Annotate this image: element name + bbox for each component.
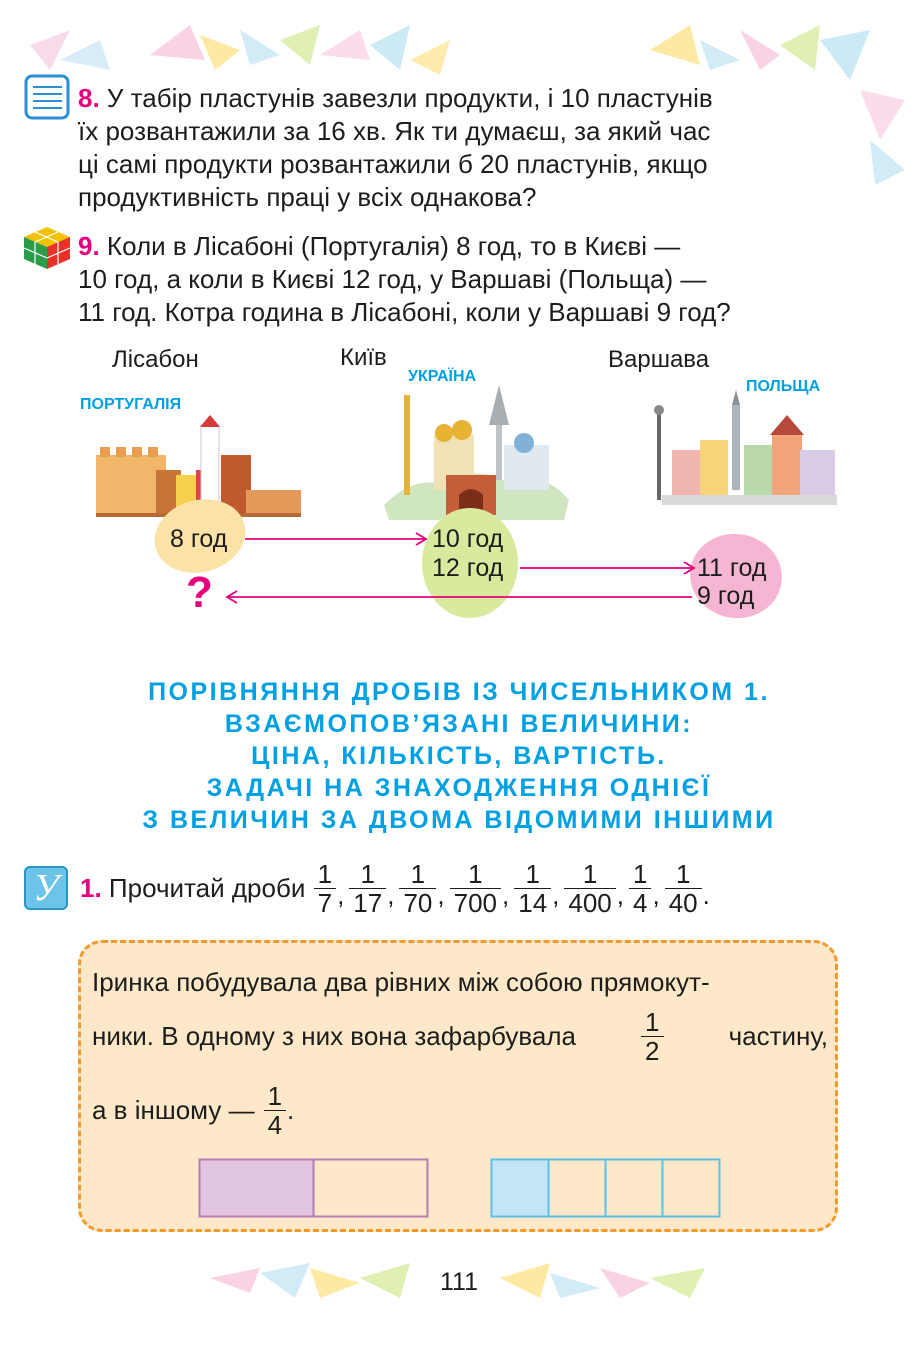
- task-8-number: 8.: [78, 83, 100, 113]
- city-label-kyiv: Київ: [340, 344, 387, 371]
- rectangle-half-shaded-part: [199, 1159, 314, 1217]
- fraction-denominator: 700: [449, 887, 501, 917]
- warsaw-time-2: 9 год: [697, 582, 755, 610]
- task-9-line-1: Коли в Лісабоні (Португалія) 8 год, то в…: [106, 231, 681, 261]
- decorative-triangles-bottom: [210, 1263, 705, 1298]
- section-heading-line-5: З ВЕЛИЧИН ЗА ДВОМА ВІДОМИМИ ІНШИМИ: [142, 806, 776, 834]
- card-line-2-end: частину,: [728, 1021, 828, 1051]
- task-8-line-3: ці самі продукти розвантажили б 20 пласт…: [78, 149, 708, 179]
- country-label-ukraine: УКРАЇНА: [408, 368, 477, 385]
- fraction-numerator: 1: [633, 858, 648, 889]
- card-line-1: Іринка побудувала два рівних між собою п…: [92, 967, 710, 997]
- task-1-number: 1.: [80, 872, 102, 903]
- fraction-numerator: 1: [582, 858, 598, 889]
- country-label-poland: ПОЛЬЩА: [746, 378, 821, 395]
- fraction-separator: ,: [616, 879, 625, 910]
- fraction-one-quarter: 1 4: [263, 1081, 287, 1139]
- fraction-separator: ,: [387, 879, 395, 910]
- fraction-separator: ,: [552, 879, 560, 910]
- card-line-2-start: ники. В одному з них вона зафарбувала: [92, 1021, 576, 1051]
- fraction-denominator: 14: [514, 887, 552, 917]
- warsaw-illustration: [654, 390, 837, 505]
- task-8: 8. У табір пластунів завезли продукти, і…: [78, 82, 838, 214]
- section-heading-line-2: ВЗАЄМОПОВ’ЯЗАНІ ВЕЛИЧИНИ:: [224, 710, 694, 738]
- section-heading-line-1: ПОРІВНЯННЯ ДРОБІВ ІЗ ЧИСЕЛЬНИКОМ 1.: [148, 678, 770, 706]
- task-1-text: Прочитай дроби: [108, 872, 306, 903]
- rubiks-cube-icon: [23, 227, 71, 269]
- task-8-line-4: продуктивність праці у всіх однакова?: [78, 182, 537, 212]
- kyiv-time-1: 10 год: [432, 525, 504, 553]
- warsaw-time-1: 11 год: [697, 554, 767, 582]
- kyiv-time-blob: [422, 508, 518, 618]
- card-line-3: а в іншому — 1 4 .: [92, 1082, 828, 1139]
- fraction-numerator: 1: [525, 858, 540, 889]
- city-label-warsaw: Варшава: [608, 346, 710, 373]
- unknown-time-question-mark: ?: [186, 568, 213, 617]
- page-number: 111: [439, 1268, 478, 1296]
- fraction-numerator: 1: [645, 1007, 660, 1037]
- kyiv-time-2: 12 год: [432, 554, 504, 582]
- card-line-3-end: .: [287, 1095, 295, 1125]
- task-8-line-1: У табір пластунів завезли продукти, і 10…: [106, 83, 713, 113]
- kyiv-illustration: [384, 385, 569, 520]
- fraction-numerator: 1: [675, 858, 691, 889]
- lisbon-time: 8 год: [170, 525, 228, 553]
- rectangle-half: [198, 1158, 429, 1218]
- fraction-numerator: 1: [360, 858, 375, 889]
- fraction-numerator: 1: [267, 1081, 283, 1111]
- rectangle-quarter: [490, 1158, 721, 1218]
- fraction-separator: ,: [337, 879, 345, 910]
- fraction-list-end: .: [702, 879, 710, 910]
- section-heading-line-3: ЦІНА, КІЛЬКІСТЬ, ВАРТІСТЬ.: [251, 742, 667, 770]
- fraction-denominator: 40: [664, 887, 702, 917]
- lisbon-illustration: [96, 415, 301, 517]
- section-heading: ПОРІВНЯННЯ ДРОБІВ ІЗ ЧИСЕЛЬНИКОМ 1. ВЗАЄ…: [0, 676, 918, 836]
- fraction-denominator: 4: [263, 1110, 287, 1139]
- task-9-line-3: 11 год. Котра година в Лісабоні, коли у …: [78, 297, 731, 327]
- task-9-number: 9.: [78, 231, 100, 261]
- rectangle-quarter-shaded-part: [491, 1159, 549, 1217]
- fraction-denominator: 17: [349, 887, 387, 917]
- fraction-denominator: 400: [564, 887, 616, 917]
- time-arrows: [225, 532, 696, 604]
- decorative-triangles-top: [30, 25, 905, 185]
- task-9: 9. Коли в Лісабоні (Португалія) 8 год, т…: [78, 230, 838, 329]
- card-line-3-start: а в іншому —: [92, 1095, 255, 1125]
- fraction-denominator: 4: [629, 887, 652, 917]
- card-line-2: ники. В одному з них вона зафарбувала 1 …: [92, 1008, 828, 1065]
- fraction-numerator: 1: [410, 858, 426, 889]
- fraction-one-half: 1 2: [641, 1007, 664, 1065]
- country-label-portugal: ПОРТУГАЛІЯ: [80, 396, 182, 413]
- notebook-icon: [24, 74, 70, 120]
- fraction-separator: ,: [502, 879, 510, 910]
- fraction-denominator: 70: [399, 887, 437, 917]
- fraction-numerator: 1: [317, 858, 333, 889]
- task-9-line-2: 10 год, а коли в Києві 12 год, у Варшаві…: [78, 264, 707, 294]
- fraction-denominator: 7: [313, 887, 337, 917]
- fraction-separator: ,: [652, 879, 660, 910]
- fraction-denominator: 2: [641, 1036, 664, 1065]
- task-8-line-2: їх розвантажили за 16 хв. Як ти думаєш, …: [78, 116, 711, 146]
- oral-task-letter: У: [33, 867, 59, 909]
- fraction-separator: ,: [437, 879, 445, 910]
- city-label-lisbon: Лісабон: [112, 346, 199, 373]
- oral-task-icon: У: [24, 866, 68, 910]
- fraction-numerator: 1: [468, 858, 483, 889]
- section-heading-line-4: ЗАДАЧІ НА ЗНАХОДЖЕННЯ ОДНІЄЇ: [206, 774, 712, 802]
